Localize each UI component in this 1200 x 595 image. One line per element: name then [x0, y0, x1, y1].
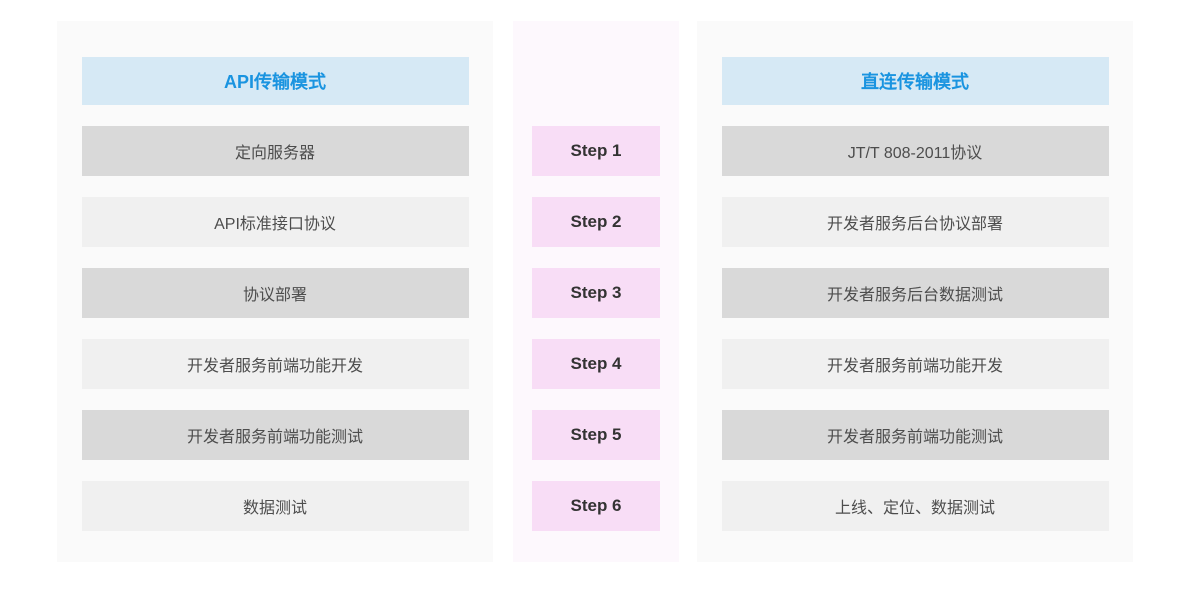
api-mode-row: API标准接口协议	[81, 197, 469, 247]
api-mode-row: 开发者服务前端功能开发	[81, 339, 469, 389]
api-mode-row: 数据测试	[81, 481, 469, 531]
direct-mode-panel: 直连传输模式 JT/T 808-2011协议 开发者服务后台协议部署 开发者服务…	[697, 21, 1133, 562]
steps-panel: Step 1 Step 2 Step 3 Step 4 Step 5 Step …	[513, 21, 679, 562]
step-badge: Step 2	[532, 197, 660, 247]
step-badge: Step 4	[532, 339, 660, 389]
direct-mode-row: 开发者服务前端功能开发	[721, 339, 1109, 389]
direct-mode-rows: JT/T 808-2011协议 开发者服务后台协议部署 开发者服务后台数据测试 …	[697, 126, 1133, 531]
api-mode-panel: API传输模式 定向服务器 API标准接口协议 协议部署 开发者服务前端功能开发…	[57, 21, 493, 562]
step-badge: Step 6	[532, 481, 660, 531]
api-mode-row: 开发者服务前端功能测试	[81, 410, 469, 460]
api-mode-rows: 定向服务器 API标准接口协议 协议部署 开发者服务前端功能开发 开发者服务前端…	[57, 126, 493, 531]
direct-mode-row: 上线、定位、数据测试	[721, 481, 1109, 531]
direct-mode-row: 开发者服务后台协议部署	[721, 197, 1109, 247]
api-mode-row: 定向服务器	[81, 126, 469, 176]
step-badge: Step 3	[532, 268, 660, 318]
steps-header-spacer	[532, 57, 660, 105]
direct-mode-header: 直连传输模式	[721, 57, 1109, 105]
direct-mode-row: JT/T 808-2011协议	[721, 126, 1109, 176]
steps-list: Step 1 Step 2 Step 3 Step 4 Step 5 Step …	[513, 126, 679, 531]
direct-mode-row: 开发者服务前端功能测试	[721, 410, 1109, 460]
api-mode-header: API传输模式	[81, 57, 469, 105]
api-mode-row: 协议部署	[81, 268, 469, 318]
step-badge: Step 1	[532, 126, 660, 176]
direct-mode-row: 开发者服务后台数据测试	[721, 268, 1109, 318]
step-badge: Step 5	[532, 410, 660, 460]
